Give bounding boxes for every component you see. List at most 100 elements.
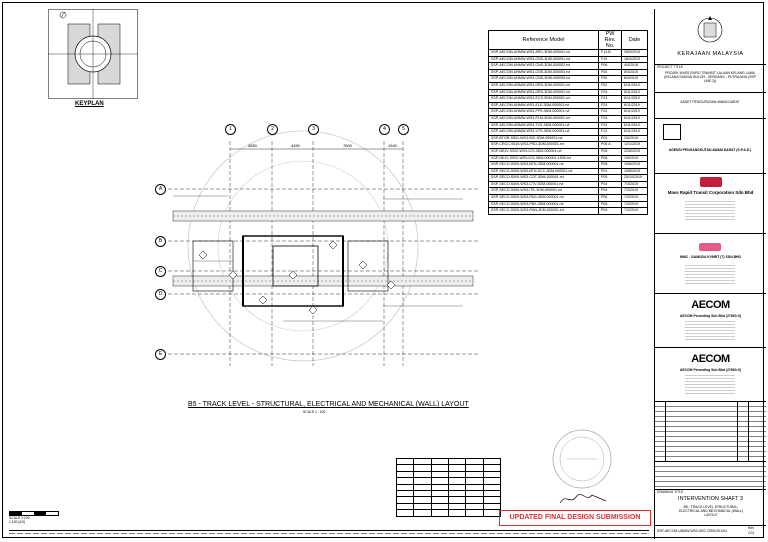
mmc-logo-icon [699,243,721,251]
project-title: PROJEK MASS RAPID TRANSIT LALUAN KELANG … [664,71,756,83]
project-section: PROJECT TITLE PROJEK MASS RAPID TRANSIT … [655,64,766,93]
mrt-section: Mass Rapid Transit Corporation Sdn Bhd [655,173,766,234]
pw-rev-cell: F10 [598,55,622,64]
grid-bubble-row-B: B [155,236,166,247]
grid-bubble-col-5: 5 [398,124,409,135]
grid-bubble-row-D: D [155,289,166,300]
reference-model-cell: SSP-AECOM-UNMW-WS3-CNS-3DM-000003.rvt [488,68,599,77]
date-cell: 7/3/2019 [621,187,648,196]
reference-model-cell: SSP-SECO-S009-WS3-PAG-3DM-000001.rvt [488,194,599,202]
date-cell: 7/3/2019 [621,194,648,202]
wall-schedule-table [395,457,502,517]
agency-section: AGENSI PENGANGKUTAN AWAM DARAT (S.P.A.D.… [655,118,766,174]
reference-model-table: Reference Model PW Rev. No. Date SSP-AEC… [488,30,648,215]
date-cell: 8/4/2019 [621,68,648,77]
schedule-row [395,464,502,472]
pw-rev-cell: P06 [598,194,622,202]
date-cell: 6/11/2019 [621,114,648,123]
schedule-cell [482,489,502,498]
pw-rev-cell: P04 [598,180,622,189]
aecom-section-2: AECOM AECOM Perunding Sdn Bhd (27660-X) [655,347,766,402]
schedule-cell [482,470,502,479]
coat-of-arms-icon [697,16,723,43]
pw-rev-cell: P01 [598,134,622,143]
mrt-logo-icon [700,177,722,187]
rev-value: C01 [748,531,755,535]
date-cell: 7/3/2019 [621,200,648,209]
reference-model-cell: SSP-AECOM-UNMW-WS3-PLM-3DM-000001.rvt [488,114,599,123]
reference-model-cell: SSP-SECO-S009-WS3-BTN-3DM-000001.rvt [488,161,599,169]
date-cell: 18/3/2019 [621,55,648,64]
schedule-row [395,489,502,498]
pw-rev-cell: P04 [598,207,622,215]
reference-model-cell: SSP-BTGR-S501-WS3-SIG-3DM-000001.rvt [488,134,599,143]
pw-rev-cell: P05 [598,174,622,182]
pw-rev-cell: F12 [598,128,622,136]
reference-table-row: SSP-NEJV-SS02-WS3-ICS-3DM-000001-1905.rv… [488,154,648,163]
reference-model-cell: SSP-AECOM-UNMW-WS3-TVS-3DM-000001.rvt [488,121,599,130]
drawing-title: B5 - TRACK LEVEL - STRUCTURAL, ELECTRICA… [188,401,469,408]
drawing-name-label: DRAWING TITLE [657,490,684,494]
drawing-number-section: SSP-AECOM-UNMW-WS3-ARC-DRW-001011 Rev C0… [655,525,766,539]
date-cell: 15/8/2019 [621,161,648,169]
title-block: KERAJAAN MALAYSIA PROJECT TITLE PROJEK M… [654,9,766,539]
mrt-name: Mass Rapid Transit Corporation Sdn Bhd [667,190,754,195]
schedule-row [395,496,502,504]
scale-bar-label-bottom: 1:100 (A3) [9,520,25,524]
keyplan-label: KEYPLAN [75,101,104,107]
reference-model-cell: SSP-CRCC-S515-WS3-PSD-3DM-000001.rvt [488,141,599,149]
aecom-section-1: AECOM AECOM Perunding Sdn Bhd (27660-X) [655,293,766,348]
reference-model-cell: SSP-SECO-S009-WS3-ITE-3DM-000001.rvt [488,187,599,196]
bottom-notes [9,530,649,537]
date-cell: 12/1/2019 [621,141,648,149]
pw-rev-cell: P06 [598,200,622,209]
date-cell: 7/3/2019 [621,207,648,215]
stamp-text: UPDATED FINAL DESIGN SUBMISSION [509,514,641,521]
keyplan-drawing [48,9,138,99]
schedule-cell [482,483,502,491]
grid-bubble-row-E: E [155,349,166,360]
pw-rev-cell: P06 [598,154,622,163]
date-cell: 1/6/2019 [621,154,648,163]
reference-model-cell: SSP-AECOM-UNMW-WS3-VTS-3DM-000001.rvt [488,128,599,136]
aecom-sub-2: AECOM Perunding Sdn Bhd (27660-X) [679,368,742,372]
schedule-row [395,457,502,466]
reference-model-cell: SSP-AECOM-UNMW-WS3-DRS-3DM-000001.rvt [488,81,599,90]
grid-bubble-col-4: 4 [379,124,390,135]
aecom-logo-2: AECOM [691,353,730,365]
date-cell: 15/8/2019 [621,167,648,176]
scale-bar-label-top: SCALE 1:100 [9,516,30,520]
agency-name: AGENSI PENGANGKUTAN AWAM DARAT (S.P.A.D.… [668,148,752,152]
dim-4: 1540 [388,143,397,148]
date-cell: 6/11/2019 [621,108,648,116]
date-cell: 6/11/2019 [621,128,648,136]
pw-rev-cell: F24 [598,108,622,116]
project-title-label: PROJECT TITLE [657,65,683,69]
drawing-name: INTERVENTION SHAFT 3 [678,496,743,502]
date-cell: 28/5/2019 [621,49,648,57]
schedule-row [395,477,502,485]
schedule-cell [482,477,502,485]
date-cell: 25/10/2019 [621,174,648,182]
schedule-row [395,502,502,511]
aecom-address-1 [685,321,735,341]
pw-rev-cell: F24 [598,101,622,110]
date-cell: 6/11/2019 [621,121,648,130]
mmc-section: MMC - GAMUDA KVMRT (T) SDN BHD [655,233,766,294]
aecom-address-2 [685,375,735,395]
pw-rev-cell: P05 A [598,141,622,149]
date-cell: 2/6/2019 [621,134,648,143]
pw-rev-cell: P05 [598,147,622,156]
